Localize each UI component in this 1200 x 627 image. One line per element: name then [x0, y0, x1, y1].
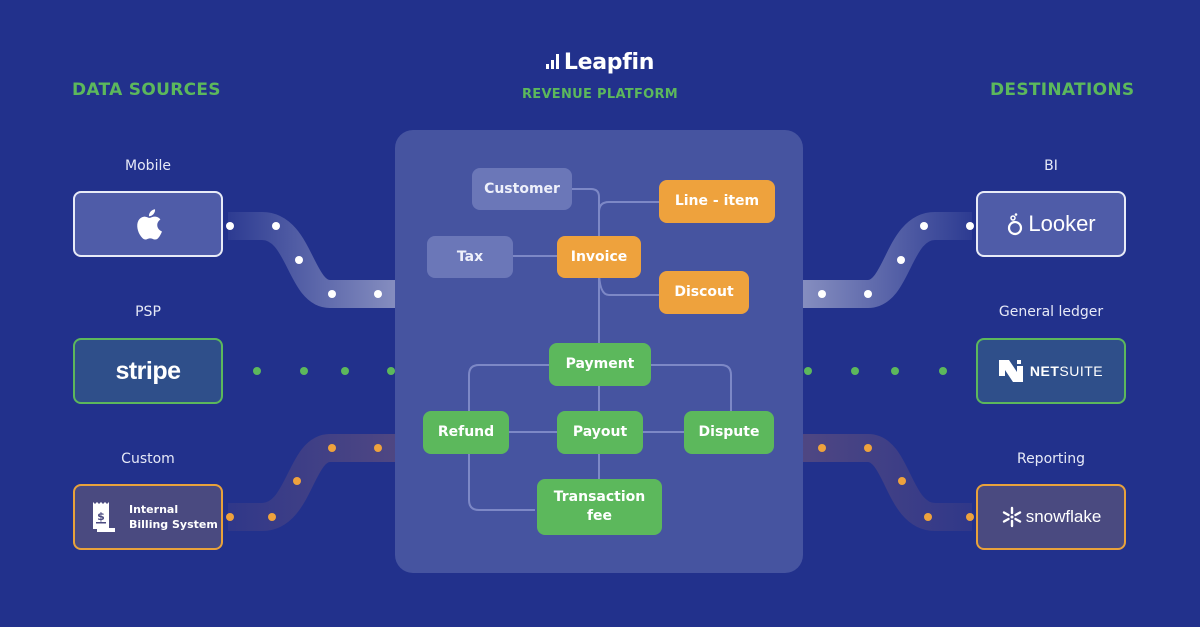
- destination-card-looker[interactable]: Looker: [976, 191, 1126, 257]
- netsuite-bold: NET: [1029, 363, 1060, 379]
- netsuite-rest: SUITE: [1059, 363, 1104, 379]
- stripe-logo: stripe: [115, 356, 181, 385]
- source-label-mobile: Mobile: [125, 158, 171, 174]
- pipe-bi: [803, 212, 972, 308]
- platform-subtitle: REVENUE PLATFORM: [521, 87, 679, 102]
- apple-icon: [137, 209, 162, 240]
- node-invoice[interactable]: Invoice: [557, 236, 641, 278]
- looker-logo: Looker: [1028, 211, 1096, 236]
- source-card-internal-billing[interactable]: $ Internal Billing System: [73, 484, 223, 550]
- source-card-stripe[interactable]: stripe: [73, 338, 223, 404]
- netsuite-logo: NETSUITE: [1030, 363, 1103, 379]
- internal-billing-line1: Internal: [129, 503, 179, 516]
- source-label-psp: PSP: [135, 304, 161, 320]
- netsuite-logo-icon: [998, 360, 1023, 382]
- pipe-reporting: [803, 434, 972, 531]
- destination-card-snowflake[interactable]: snowflake: [976, 484, 1126, 550]
- node-tax[interactable]: Tax: [427, 236, 513, 278]
- internal-billing-line2: Billing System: [129, 518, 218, 531]
- pipe-custom: [228, 434, 396, 531]
- node-payment[interactable]: Payment: [549, 343, 651, 386]
- leapfin-logo: Leapfin: [0, 50, 1200, 75]
- node-transaction-fee[interactable]: Transaction fee: [537, 479, 662, 535]
- receipt-dollar-icon: $: [93, 502, 115, 532]
- flow-dots-custom: [226, 444, 382, 521]
- transaction-fee-line1: Transaction: [553, 489, 646, 505]
- svg-text:$: $: [97, 510, 105, 523]
- leapfin-bars-icon: [545, 50, 561, 75]
- flow-dots-reporting: [818, 444, 974, 521]
- node-dispute[interactable]: Dispute: [684, 411, 774, 454]
- node-refund[interactable]: Refund: [423, 411, 509, 454]
- destination-card-netsuite[interactable]: NETSUITE: [976, 338, 1126, 404]
- flow-dots-psp: [253, 367, 395, 375]
- looker-logo-icon: [1008, 213, 1023, 236]
- destination-label-reporting: Reporting: [1016, 451, 1086, 467]
- data-sources-title: DATA SOURCES: [72, 80, 221, 100]
- node-discount[interactable]: Discout: [659, 271, 749, 314]
- pipe-mobile: [228, 212, 396, 308]
- destination-label-bi: BI: [1044, 158, 1058, 174]
- transaction-fee-line2: fee: [586, 508, 613, 524]
- flow-dots-bi: [818, 222, 974, 298]
- destinations-title: DESTINATIONS: [990, 80, 1135, 100]
- flow-dots-mobile: [226, 222, 382, 298]
- snowflake-logo: snowflake: [1025, 507, 1102, 526]
- revenue-platform-panel: Customer Tax Invoice Line - item Discout…: [395, 130, 803, 573]
- node-payout[interactable]: Payout: [557, 411, 643, 454]
- logo-text: Leapfin: [563, 50, 655, 75]
- source-label-custom: Custom: [121, 451, 175, 467]
- source-card-apple[interactable]: [73, 191, 223, 257]
- node-line-item[interactable]: Line - item: [659, 180, 775, 223]
- node-customer[interactable]: Customer: [472, 168, 572, 210]
- destination-label-general-ledger: General ledger: [998, 304, 1104, 320]
- snowflake-icon: [1002, 506, 1021, 528]
- flow-dots-gl: [804, 367, 947, 375]
